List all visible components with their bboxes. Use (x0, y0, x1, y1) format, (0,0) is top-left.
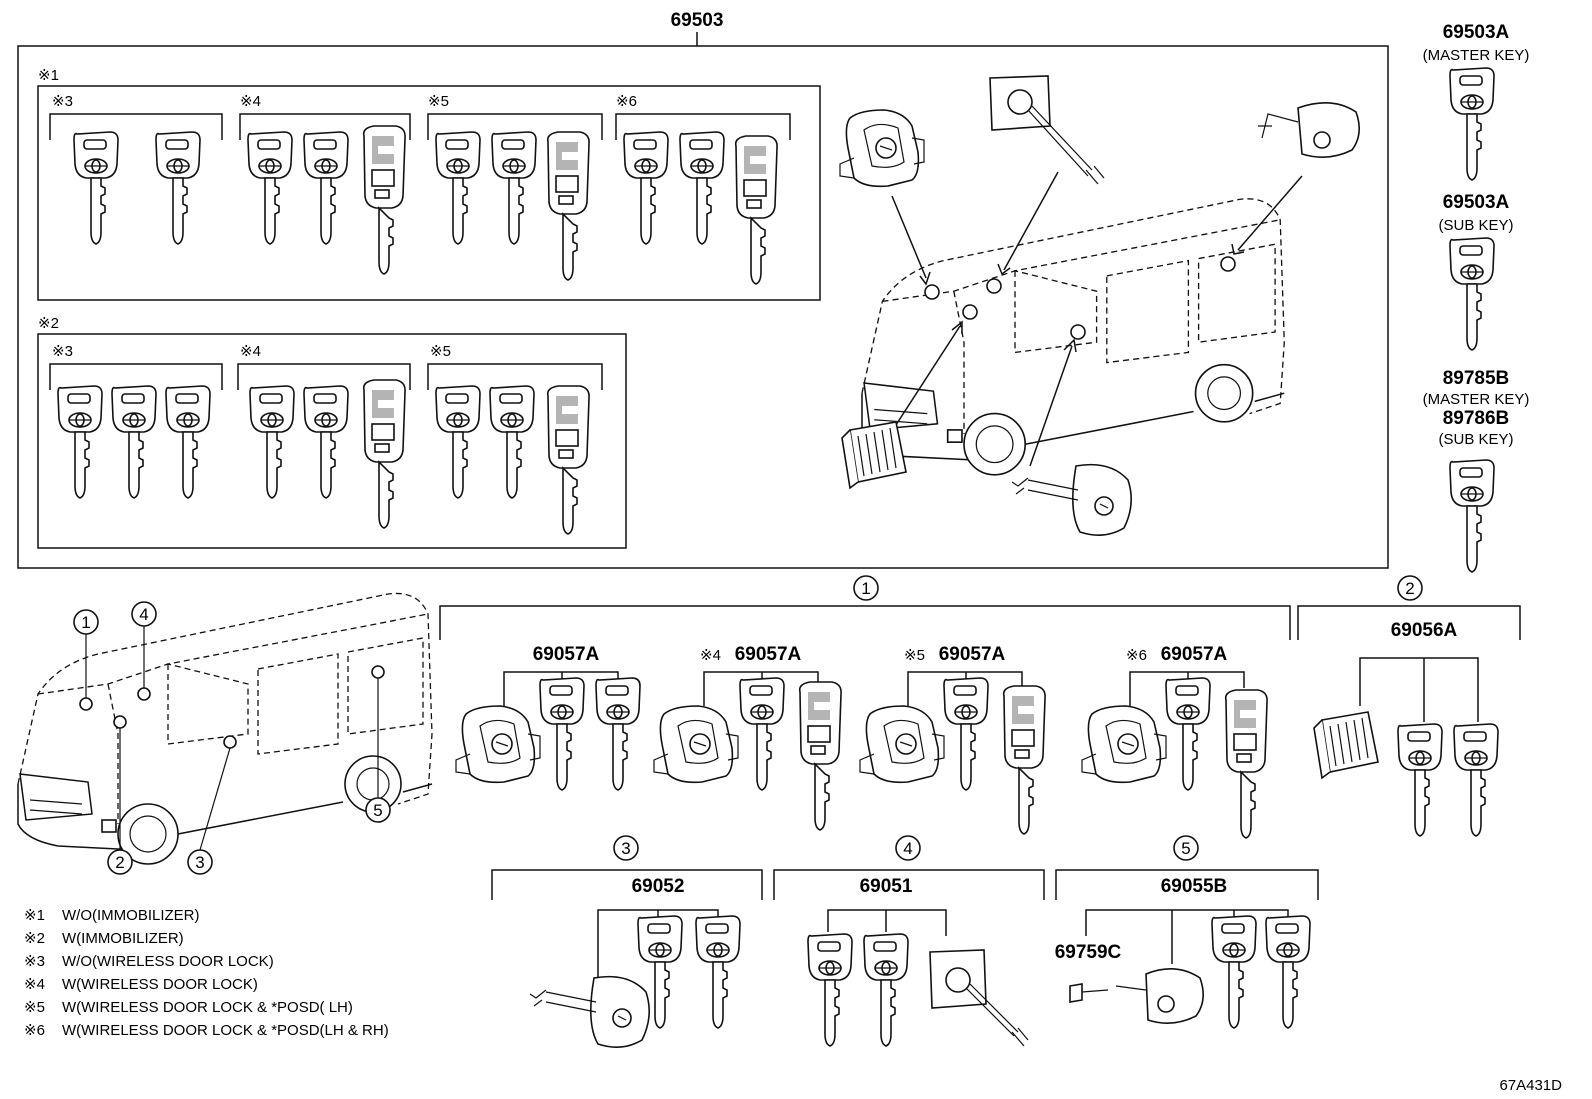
svg-text:89785B: 89785B (1443, 368, 1510, 389)
svg-text:5: 5 (1181, 839, 1190, 858)
master-key-89785b: 89785B (MASTER KEY) (1423, 368, 1530, 408)
ignition-set-c: ※5 69057A (859, 644, 1046, 835)
svg-text:69057A: 69057A (735, 644, 802, 665)
svg-text:69057A: 69057A (1161, 644, 1228, 665)
svg-text:89786B: 89786B (1443, 408, 1510, 429)
svg-text:69503A: 69503A (1443, 22, 1510, 43)
svg-text:(MASTER KEY): (MASTER KEY) (1423, 47, 1530, 64)
location-marker-3: 3 (187, 849, 213, 875)
sub-key-69503a: 69503A (SUB KEY) (1438, 192, 1514, 351)
svg-text:4: 4 (139, 605, 148, 624)
group1-sub-d: ※6 (615, 93, 791, 285)
group1-label: ※1 (38, 67, 59, 84)
svg-text:※1W/O(IMMOBILIZER): ※1W/O(IMMOBILIZER) (24, 907, 200, 924)
van-exploded-view (839, 75, 1360, 537)
group2-label: ※2 (38, 315, 59, 332)
svg-text:69503A: 69503A (1443, 192, 1510, 213)
svg-text:※3: ※3 (52, 343, 73, 360)
svg-text:※5W(WIRELESS DOOR LOCK & *POSD: ※5W(WIRELESS DOOR LOCK & *POSD( LH) (24, 999, 353, 1016)
svg-text:69057A: 69057A (939, 644, 1006, 665)
diagram-code: 67A431D (1499, 1077, 1562, 1094)
svg-text:1: 1 (81, 613, 90, 632)
svg-text:※6: ※6 (1126, 647, 1147, 664)
svg-text:69051: 69051 (860, 876, 913, 897)
location-marker-5: 5 (365, 797, 391, 823)
section-2-glovebox: 2 69056A (1297, 575, 1521, 837)
svg-text:1: 1 (861, 579, 870, 598)
svg-text:※6: ※6 (616, 93, 637, 110)
svg-text:※6W(WIRELESS DOOR LOCK & *POSD: ※6W(WIRELESS DOOR LOCK & *POSD(LH & RH) (24, 1022, 389, 1039)
section-3-door-lock: 3 69052 (491, 835, 763, 1048)
svg-text:(SUB KEY): (SUB KEY) (1438, 431, 1513, 448)
svg-text:※5: ※5 (904, 647, 925, 664)
svg-text:69052: 69052 (632, 876, 685, 897)
svg-text:(SUB KEY): (SUB KEY) (1438, 217, 1513, 234)
svg-text:69759C: 69759C (1055, 942, 1122, 963)
svg-text:4: 4 (903, 839, 912, 858)
svg-text:※2W(IMMOBILIZER): ※2W(IMMOBILIZER) (24, 930, 184, 947)
svg-text:5: 5 (373, 801, 382, 820)
svg-text:2: 2 (1405, 579, 1414, 598)
section-5-back-door-lock: 5 69055B 69759C (1055, 835, 1319, 1029)
location-marker-2: 2 (107, 849, 133, 875)
svg-text:2: 2 (115, 853, 124, 872)
svg-text:69057A: 69057A (533, 644, 600, 665)
svg-text:3: 3 (195, 853, 204, 872)
svg-text:※5: ※5 (428, 93, 449, 110)
group1-sub-b: ※4 (239, 93, 411, 275)
svg-text:※3: ※3 (52, 93, 73, 110)
group1-sub-c: ※5 (427, 93, 603, 281)
group2-sub-a: ※3 (49, 343, 223, 499)
group2-sub-c: ※5 (427, 343, 603, 535)
main-set-frame (17, 45, 1389, 569)
group2-sub-b: ※4 (237, 343, 411, 529)
svg-text:69055B: 69055B (1161, 876, 1228, 897)
svg-text:3: 3 (621, 839, 630, 858)
svg-text:※3W/O(WIRELESS DOOR LOCK): ※3W/O(WIRELESS DOOR LOCK) (24, 953, 274, 970)
ignition-set-b: ※4 69057A (653, 644, 842, 831)
svg-text:※5: ※5 (430, 343, 451, 360)
svg-text:※4: ※4 (240, 343, 261, 360)
group1-sub-a: ※3 (49, 93, 223, 245)
svg-text:※4: ※4 (700, 647, 721, 664)
svg-text:※4: ※4 (240, 93, 261, 110)
master-key-69503a: 69503A (MASTER KEY) (1423, 22, 1530, 181)
section-1-header: 1 (439, 575, 1291, 640)
svg-text:(MASTER KEY): (MASTER KEY) (1423, 391, 1530, 408)
ignition-set-d: ※6 69057A (1081, 644, 1268, 839)
sub-key-89786b: 89786B (SUB KEY) (1438, 408, 1514, 573)
ignition-set-a: 69057A (455, 644, 641, 791)
svg-text:69056A: 69056A (1391, 620, 1458, 641)
location-marker-4: 4 (131, 601, 157, 627)
svg-text:※4W(WIRELESS DOOR LOCK): ※4W(WIRELESS DOOR LOCK) (24, 976, 258, 993)
van-location-view (17, 592, 433, 865)
part-number-69503: 69503 (671, 10, 724, 31)
section-4-hatch-lock: 4 69051 (773, 835, 1045, 1047)
location-marker-1: 1 (73, 609, 99, 635)
